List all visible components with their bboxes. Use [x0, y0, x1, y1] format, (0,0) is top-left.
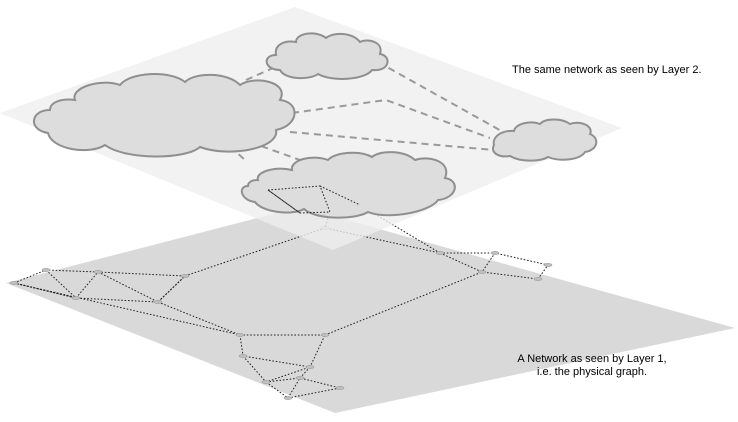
layer2-clouds — [33, 32, 598, 219]
node — [180, 274, 190, 278]
cloud-top — [265, 32, 389, 80]
layer2-caption: The same network as seen by Layer 2. — [512, 64, 702, 76]
cloud-right — [492, 118, 598, 162]
node — [261, 380, 271, 384]
layer1-caption: A Network as seen by Layer 1, i.e. the p… — [513, 353, 671, 379]
cloud-lower — [240, 151, 456, 219]
layer1-caption-line1: A Network as seen by Layer 1, — [517, 353, 667, 365]
node — [93, 270, 103, 274]
layer1-plane — [6, 207, 735, 413]
node — [235, 333, 245, 337]
node — [477, 270, 487, 274]
logical-links — [211, 61, 506, 161]
node — [305, 365, 315, 369]
node — [335, 386, 345, 390]
node — [283, 396, 293, 400]
node — [320, 333, 330, 337]
physical-nodes — [9, 226, 553, 400]
node — [41, 268, 51, 272]
cloud-large — [33, 73, 296, 158]
layer1-caption-line2: i.e. the physical graph. — [536, 366, 648, 378]
node — [153, 300, 163, 304]
node — [543, 263, 553, 267]
node — [533, 277, 543, 281]
node — [9, 281, 19, 285]
cloud-inner-links — [266, 185, 361, 214]
node — [71, 296, 81, 300]
node — [295, 376, 305, 380]
node — [238, 354, 248, 358]
node — [490, 251, 500, 255]
node — [435, 251, 445, 255]
layer2-plane — [0, 7, 622, 250]
